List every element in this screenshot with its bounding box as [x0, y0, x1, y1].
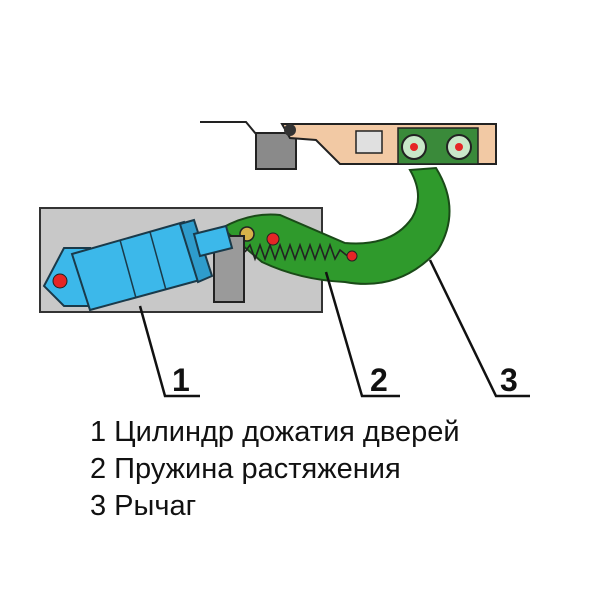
legend: 1 Цилиндр дожатия дверей 2 Пружина растя…: [90, 414, 460, 525]
legend-item-2: 2 Пружина растяжения: [90, 453, 401, 485]
callout-1: 1: [172, 362, 190, 398]
leader-2: [324, 271, 400, 398]
tension-spring: [244, 242, 351, 262]
spring-pin-left: [266, 232, 280, 246]
leader-1: [138, 305, 200, 398]
legend-item-1: 1 Цилиндр дожатия дверей: [90, 416, 460, 448]
leader-3: [428, 259, 530, 398]
lever: [220, 166, 451, 285]
spring-pin-right: [346, 250, 358, 262]
callout-3: 3: [500, 362, 518, 398]
legend-item-3: 3 Рычаг: [90, 490, 197, 522]
rail-rollers: [397, 127, 479, 165]
cylinder: [42, 218, 234, 312]
callout-2: 2: [370, 362, 388, 398]
